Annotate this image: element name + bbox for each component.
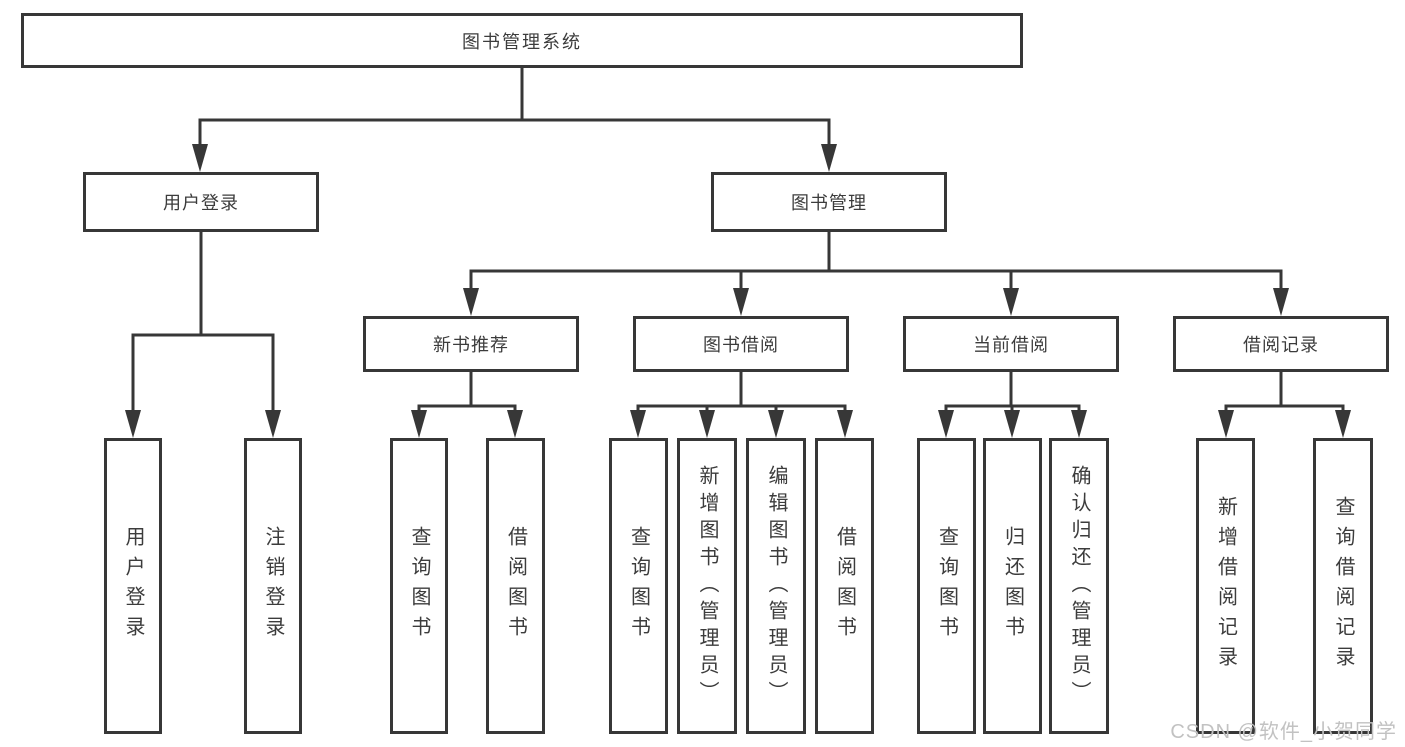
leaf-user-login: 用户登录 — [104, 438, 162, 734]
leaf-records-query-record: 查询借阅记录 — [1313, 438, 1373, 734]
leaf-borrow-borrow-books: 借阅图书 — [815, 438, 874, 734]
leaf-current-confirm-return-admin: 确认归还（管理员） — [1049, 438, 1109, 734]
leaf-current-return-books: 归还图书 — [983, 438, 1042, 734]
csdn-watermark: CSDN @软件_小贺同学 — [1170, 721, 1397, 743]
node-user-login: 用户登录 — [83, 172, 319, 232]
node-borrow-records: 借阅记录 — [1173, 316, 1389, 372]
leaf-records-add-record: 新增借阅记录 — [1196, 438, 1255, 734]
leaf-borrow-add-books-admin: 新增图书（管理员） — [677, 438, 737, 734]
leaf-current-query-books: 查询图书 — [917, 438, 976, 734]
leaf-borrow-query-books: 查询图书 — [609, 438, 668, 734]
node-book-management: 图书管理 — [711, 172, 947, 232]
node-current-borrow: 当前借阅 — [903, 316, 1119, 372]
node-book-borrow: 图书借阅 — [633, 316, 849, 372]
leaf-newbook-query-books: 查询图书 — [390, 438, 448, 734]
leaf-borrow-edit-books-admin: 编辑图书（管理员） — [746, 438, 806, 734]
node-new-book-recommend: 新书推荐 — [363, 316, 579, 372]
leaf-newbook-borrow-books: 借阅图书 — [486, 438, 545, 734]
node-root: 图书管理系统 — [21, 13, 1023, 68]
leaf-logout: 注销登录 — [244, 438, 302, 734]
